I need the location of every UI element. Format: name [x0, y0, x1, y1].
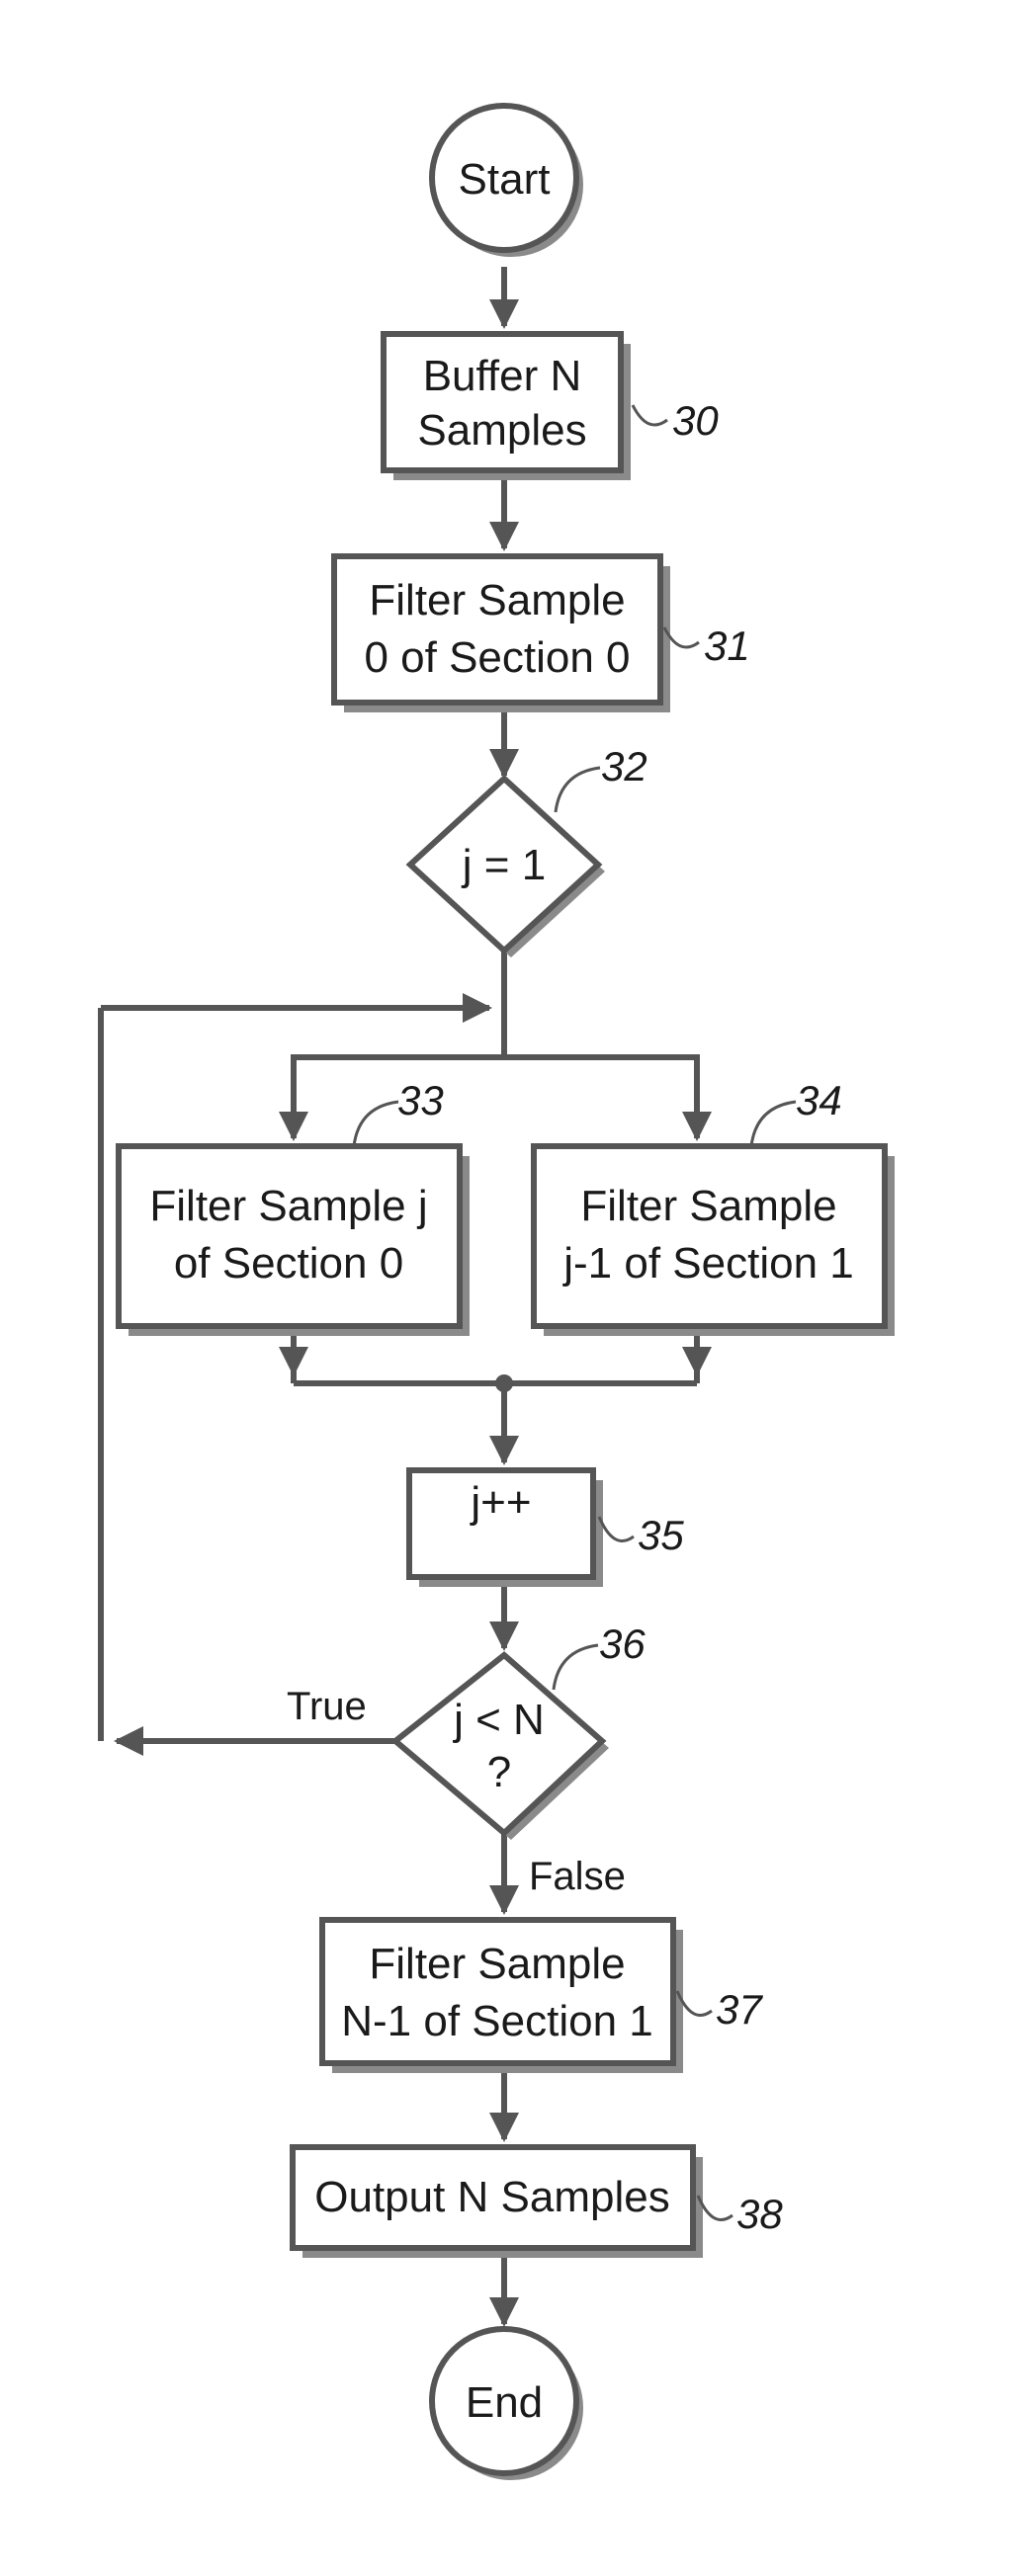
end-terminal: End [432, 2329, 583, 2480]
ref-33-leader [354, 1102, 398, 1146]
edge-split-horizontal [294, 1057, 697, 1062]
ref-34-label: 34 [796, 1077, 842, 1123]
node-34-filter: Filter Sample j-1 of Section 1 34 [534, 1077, 895, 1336]
node-37-line-1: Filter Sample [369, 1940, 625, 1988]
node-31-line-1: Filter Sample [369, 576, 625, 624]
node-31-line-2: 0 of Section 0 [364, 633, 630, 682]
ref-34-leader [751, 1102, 796, 1146]
node-31-filter: Filter Sample 0 of Section 0 31 [334, 556, 750, 712]
node-30-line-2: Samples [417, 406, 586, 455]
ref-30-leader [633, 405, 667, 425]
node-35-increment: j++ 35 [409, 1470, 684, 1587]
ref-36-leader [554, 1645, 598, 1690]
node-34-line-2: j-1 of Section 1 [561, 1239, 854, 1288]
ref-36-label: 36 [599, 1620, 646, 1667]
node-37-line-2: N-1 of Section 1 [341, 1997, 653, 2045]
node-33-line-2: of Section 0 [174, 1239, 403, 1288]
node-32-decision: j = 1 32 [410, 743, 647, 957]
node-36-decision: j < N ? 36 [395, 1620, 646, 1840]
ref-32-leader [556, 768, 600, 812]
ref-38-leader [698, 2196, 732, 2220]
ref-35-leader [599, 1517, 634, 1541]
node-30-buffer: Buffer N Samples 30 [384, 334, 719, 480]
node-37-filter: Filter Sample N-1 of Section 1 37 [322, 1920, 763, 2073]
node-38-label: Output N Samples [314, 2173, 670, 2221]
edge-true-label: True [287, 1685, 367, 1728]
start-label: Start [459, 155, 551, 204]
ref-37-label: 37 [716, 1986, 763, 2033]
start-terminal: Start [432, 106, 583, 257]
node-34-line-1: Filter Sample [580, 1182, 836, 1230]
node-36-line-2: ? [487, 1748, 511, 1796]
node-38-output: Output N Samples 38 [293, 2147, 783, 2258]
ref-30-label: 30 [672, 397, 719, 444]
end-label: End [466, 2378, 543, 2427]
ref-33-label: 33 [397, 1077, 444, 1123]
edge-false-label: False [529, 1855, 626, 1898]
ref-35-label: 35 [638, 1512, 684, 1558]
node-32-label: j = 1 [461, 841, 546, 889]
ref-32-label: 32 [601, 743, 647, 789]
node-33-line-1: Filter Sample j [149, 1182, 427, 1230]
ref-31-label: 31 [704, 623, 750, 669]
node-35-label: j++ [469, 1478, 531, 1527]
node-36-line-1: j < N [452, 1696, 545, 1744]
node-30-line-1: Buffer N [423, 352, 582, 400]
ref-38-label: 38 [736, 2191, 783, 2237]
